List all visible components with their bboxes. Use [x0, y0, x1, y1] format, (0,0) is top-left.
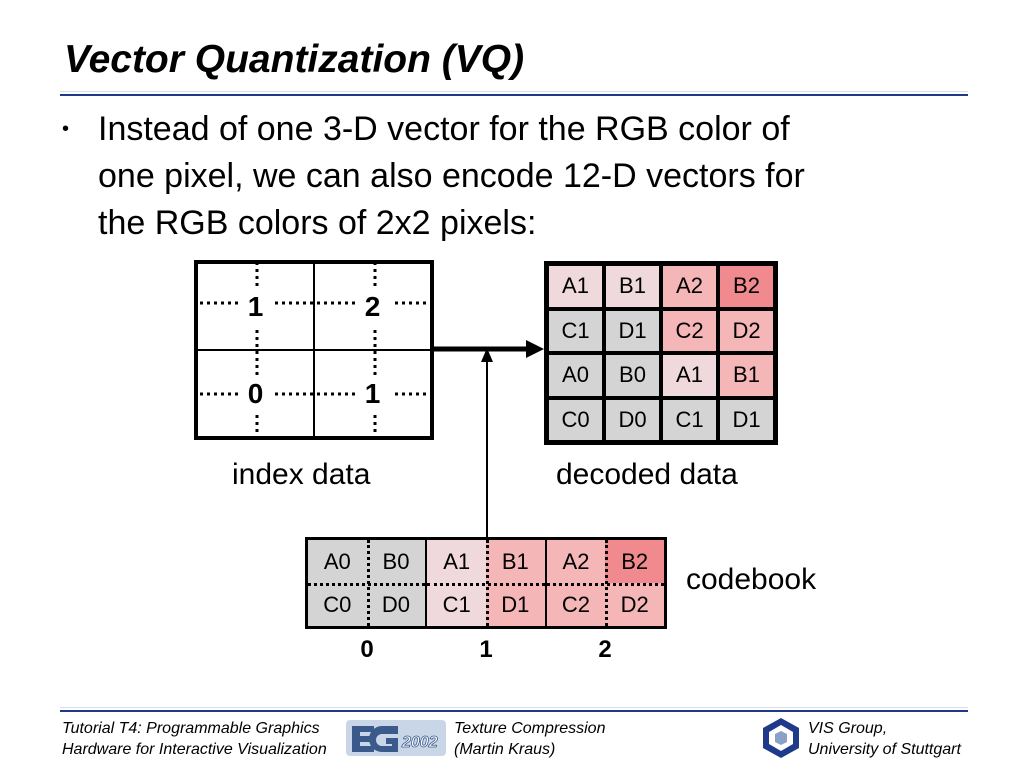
codebook-label: codebook — [686, 563, 817, 596]
decoded-data-label: decoded data — [556, 458, 738, 491]
footer-left: Tutorial T4: Programmable Graphics Hardw… — [62, 718, 327, 760]
lookup-arrow-vertical — [481, 348, 493, 537]
decoded-cell: D1 — [718, 397, 775, 442]
slide-title: Vector Quantization (VQ) — [64, 38, 525, 81]
dotted-divider — [546, 583, 664, 586]
codebook-cell: A0 — [308, 540, 367, 583]
codebook-cell: C1 — [427, 583, 486, 626]
eurographics-logo-icon: 2002 — [346, 720, 446, 756]
codebook-cell: B0 — [366, 540, 426, 583]
decoded-cell: D0 — [604, 397, 661, 442]
codebook-cell: D1 — [485, 583, 545, 626]
footer-right: VIS Group, University of Stuttgart — [808, 718, 961, 760]
index-data-grid: 1 2 0 1 — [194, 260, 434, 440]
bullet-text: Instead of one 3-D vector for the RGB co… — [98, 106, 958, 247]
footer-text: Hardware for Interactive Visualization — [62, 741, 327, 758]
codebook-cell: A1 — [427, 540, 486, 583]
index-data-label: index data — [232, 458, 371, 491]
footer-text: Tutorial T4: Programmable Graphics — [62, 720, 320, 737]
dotted-divider — [427, 583, 545, 586]
decoded-cell: A1 — [547, 264, 604, 309]
footer-text: University of Stuttgart — [808, 741, 961, 758]
codebook-cell: B2 — [605, 540, 664, 583]
codebook-cell: D2 — [605, 583, 664, 626]
decoded-cell: C1 — [661, 397, 718, 442]
decoded-cell: C0 — [547, 397, 604, 442]
decoded-cell: D1 — [604, 308, 661, 353]
codebook-cell: B1 — [485, 540, 545, 583]
decoded-cell: C1 — [547, 308, 604, 353]
pixel-dotted-lines — [200, 262, 432, 438]
bullet-line: Instead of one 3-D vector for the RGB co… — [98, 110, 790, 148]
decoded-cell: B0 — [604, 353, 661, 398]
decoded-cell: D2 — [718, 308, 775, 353]
footer-text: VIS Group, — [808, 720, 888, 737]
footer-text: (Martin Kraus) — [454, 741, 556, 758]
decoded-cell: A0 — [547, 353, 604, 398]
decoded-cell: A2 — [661, 264, 718, 309]
footer-center: Texture Compression (Martin Kraus) — [454, 718, 605, 760]
title-rule — [60, 91, 968, 96]
bullet-marker: • — [62, 118, 70, 140]
codebook-index-label: 1 — [479, 636, 493, 663]
bullet-line: the RGB colors of 2x2 pixels: — [98, 204, 537, 242]
decoded-cell: B1 — [604, 264, 661, 309]
codebook-index-label: 2 — [598, 636, 612, 663]
svg-text:2002: 2002 — [401, 734, 438, 751]
codebook-cell: C2 — [546, 583, 606, 626]
decoded-cell: B2 — [718, 264, 775, 309]
lookup-arrow-horizontal — [434, 340, 544, 358]
decoded-cell: C2 — [661, 308, 718, 353]
codebook-index-label: 0 — [360, 636, 374, 663]
codebook-cell: C0 — [308, 583, 367, 626]
bullet-line: one pixel, we can also encode 12-D vecto… — [98, 157, 805, 195]
decoded-cell: B1 — [718, 353, 775, 398]
index-cell: 2 — [314, 263, 431, 350]
footer-text: Texture Compression — [454, 720, 606, 737]
vis-group-logo-icon — [763, 718, 799, 758]
dotted-divider — [308, 583, 426, 586]
footer-rule — [60, 707, 968, 712]
decoded-cell: A1 — [661, 353, 718, 398]
codebook-cell: D0 — [366, 583, 426, 626]
codebook-cell: A2 — [546, 540, 606, 583]
